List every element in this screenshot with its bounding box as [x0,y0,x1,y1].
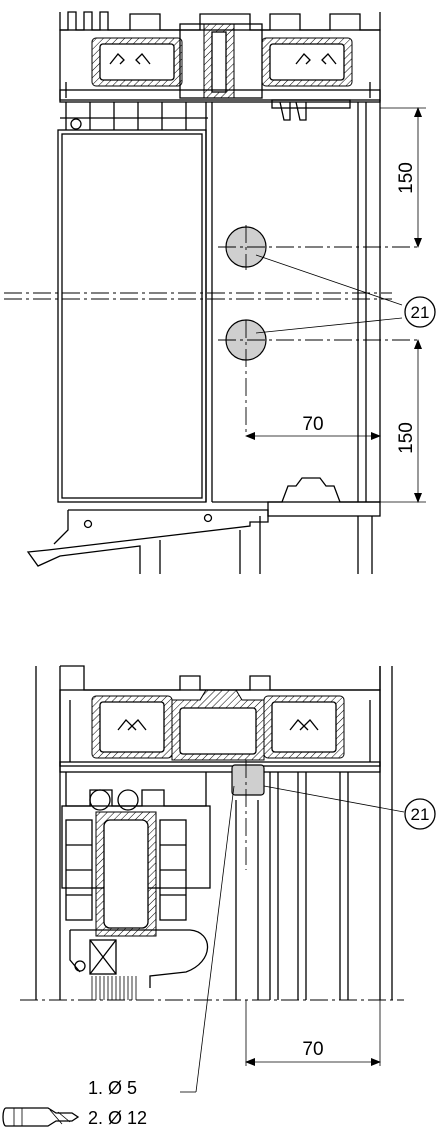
bottom-frame-profile [35,665,393,860]
callout-21-bottom-label: 21 [411,805,430,824]
top-bottom-profile [26,477,381,574]
callout-21-top: 21 [404,296,436,328]
callout-21-bottom: 21 [404,798,436,830]
drilled-insert [231,760,265,870]
callout-21-top-label: 21 [411,303,430,322]
bottom-view: 21 [20,665,436,1093]
bottom-sash-profile [61,772,211,1000]
dimension-70-bottom-label: 70 [302,1039,323,1060]
dimension-70-bottom: 70 [245,1000,381,1066]
dimension-70-top: 70 [245,414,381,445]
dimension-150-upper-label: 150 [396,162,417,194]
dimension-150-lower: 150 [380,339,426,503]
dimension-150-lower-label: 150 [396,422,417,454]
drill-hole-upper [218,225,418,270]
drill-note: 1. Ø 5 2. Ø 12 [2,1078,147,1128]
top-frame-profile [59,11,381,121]
top-sash-profile [57,100,381,503]
drill-bit-icon [2,1107,80,1127]
drill-hole-lower [218,319,418,436]
drill-step-2: 2. Ø 12 [88,1108,147,1128]
drill-step-1: 1. Ø 5 [88,1078,137,1098]
top-view: 21 150 150 70 [4,11,436,574]
dimension-150-upper: 150 [380,107,426,248]
dimension-70-top-label: 70 [302,414,323,435]
